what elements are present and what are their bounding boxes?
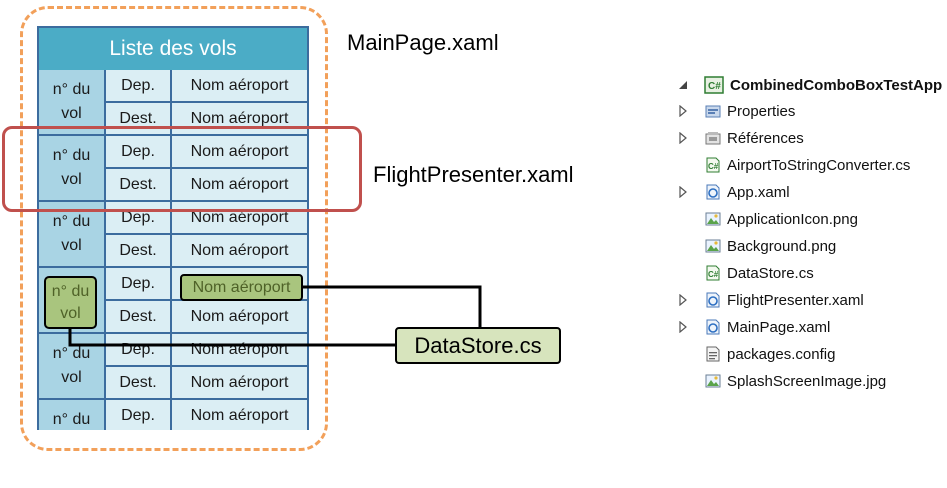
project-name: CombinedComboBoxTestApp bbox=[730, 76, 943, 94]
mainpage-dashed-outline bbox=[20, 6, 328, 451]
airport-name-cell: Nom aéroport bbox=[172, 202, 307, 233]
csharp-file-icon: C# bbox=[706, 265, 720, 281]
project-item[interactable]: App.xaml bbox=[678, 181, 790, 203]
project-item-label: DataStore.cs bbox=[727, 264, 814, 282]
project-item[interactable]: C# AirportToStringConverter.cs bbox=[678, 154, 910, 176]
project-item-label: MainPage.xaml bbox=[727, 318, 831, 336]
departure-cell: Dep. bbox=[106, 136, 170, 167]
airport-name-cell: Nom aéroport bbox=[172, 400, 307, 430]
collapsed-arrow-icon[interactable] bbox=[678, 294, 688, 306]
flight-number-cell: n° du vol bbox=[39, 202, 104, 266]
destination-cell: Dest. bbox=[106, 235, 170, 266]
project-item[interactable]: C# DataStore.cs bbox=[678, 262, 814, 284]
airport-name-cell: Nom aéroport bbox=[172, 169, 307, 200]
departure-cell: Dep. bbox=[106, 268, 170, 299]
airport-name-cell: Nom aéroport bbox=[172, 367, 307, 398]
csharp-file-icon: C# bbox=[706, 157, 720, 173]
xaml-file-icon bbox=[706, 292, 720, 308]
mainpage-label: MainPage.xaml bbox=[347, 30, 499, 55]
departure-cell: Dep. bbox=[106, 400, 170, 430]
flight-number-cell: n° du vol bbox=[39, 70, 104, 134]
image-file-icon bbox=[705, 212, 721, 226]
connector-name-to-datastore bbox=[303, 285, 482, 327]
datastore-box: DataStore.cs bbox=[395, 327, 561, 364]
svg-text:C#: C# bbox=[708, 270, 719, 279]
project-item-label: Background.png bbox=[727, 237, 837, 255]
project-item-label: packages.config bbox=[727, 345, 836, 363]
departure-cell: Dep. bbox=[106, 202, 170, 233]
project-item-label: App.xaml bbox=[727, 183, 790, 201]
collapsed-arrow-icon[interactable] bbox=[678, 105, 688, 117]
flightpresenter-highlight bbox=[2, 126, 362, 212]
project-item[interactable]: SplashScreenImage.jpg bbox=[678, 370, 886, 392]
flight-number-cell: n° du vol bbox=[39, 136, 104, 200]
project-item-label: Références bbox=[727, 129, 804, 147]
expanded-arrow-icon[interactable] bbox=[678, 80, 688, 90]
airport-name-cell: Nom aéroport bbox=[172, 136, 307, 167]
project-item-label: SplashScreenImage.jpg bbox=[727, 372, 887, 390]
list-title: Liste des vols bbox=[39, 28, 307, 70]
flight-number-highlight: n° du vol bbox=[44, 276, 97, 329]
references-icon bbox=[705, 132, 721, 145]
project-item[interactable]: Properties bbox=[678, 100, 795, 122]
project-item[interactable]: packages.config bbox=[678, 343, 835, 365]
airport-name-cell: Nom aéroport bbox=[172, 301, 307, 332]
airport-name-cell: Nom aéroport bbox=[172, 235, 307, 266]
xaml-file-icon bbox=[706, 319, 720, 335]
project-item-label: Properties bbox=[727, 102, 796, 120]
project-item-label: FlightPresenter.xaml bbox=[727, 291, 864, 309]
project-item-label: ApplicationIcon.png bbox=[727, 210, 858, 228]
destination-cell: Dest. bbox=[106, 169, 170, 200]
project-item-label: AirportToStringConverter.cs bbox=[727, 156, 911, 174]
properties-icon bbox=[705, 105, 721, 118]
project-item[interactable]: Références bbox=[678, 127, 804, 149]
destination-cell: Dest. bbox=[106, 367, 170, 398]
csharp-project-icon: C# bbox=[704, 76, 724, 94]
image-file-icon bbox=[705, 239, 721, 253]
svg-text:C#: C# bbox=[708, 81, 721, 92]
collapsed-arrow-icon[interactable] bbox=[678, 321, 688, 333]
connector-number-to-datastore bbox=[68, 329, 395, 347]
collapsed-arrow-icon[interactable] bbox=[678, 186, 688, 198]
airport-name-cell: Nom aéroport bbox=[172, 70, 307, 101]
destination-cell: Dest. bbox=[106, 301, 170, 332]
project-node[interactable]: C# CombinedComboBoxTestApp bbox=[678, 74, 942, 96]
flightpresenter-label: FlightPresenter.xaml bbox=[373, 162, 574, 187]
project-item[interactable]: Background.png bbox=[678, 235, 836, 257]
flight-number-cell: n° du vol bbox=[39, 400, 104, 430]
svg-text:C#: C# bbox=[708, 162, 719, 171]
config-file-icon bbox=[706, 346, 720, 362]
image-file-icon bbox=[705, 374, 721, 388]
xaml-file-icon bbox=[706, 184, 720, 200]
project-item[interactable]: FlightPresenter.xaml bbox=[678, 289, 864, 311]
departure-cell: Dep. bbox=[106, 70, 170, 101]
collapsed-arrow-icon[interactable] bbox=[678, 132, 688, 144]
airport-name-highlight: Nom aéroport bbox=[180, 274, 303, 301]
project-item[interactable]: ApplicationIcon.png bbox=[678, 208, 858, 230]
project-item[interactable]: MainPage.xaml bbox=[678, 316, 830, 338]
